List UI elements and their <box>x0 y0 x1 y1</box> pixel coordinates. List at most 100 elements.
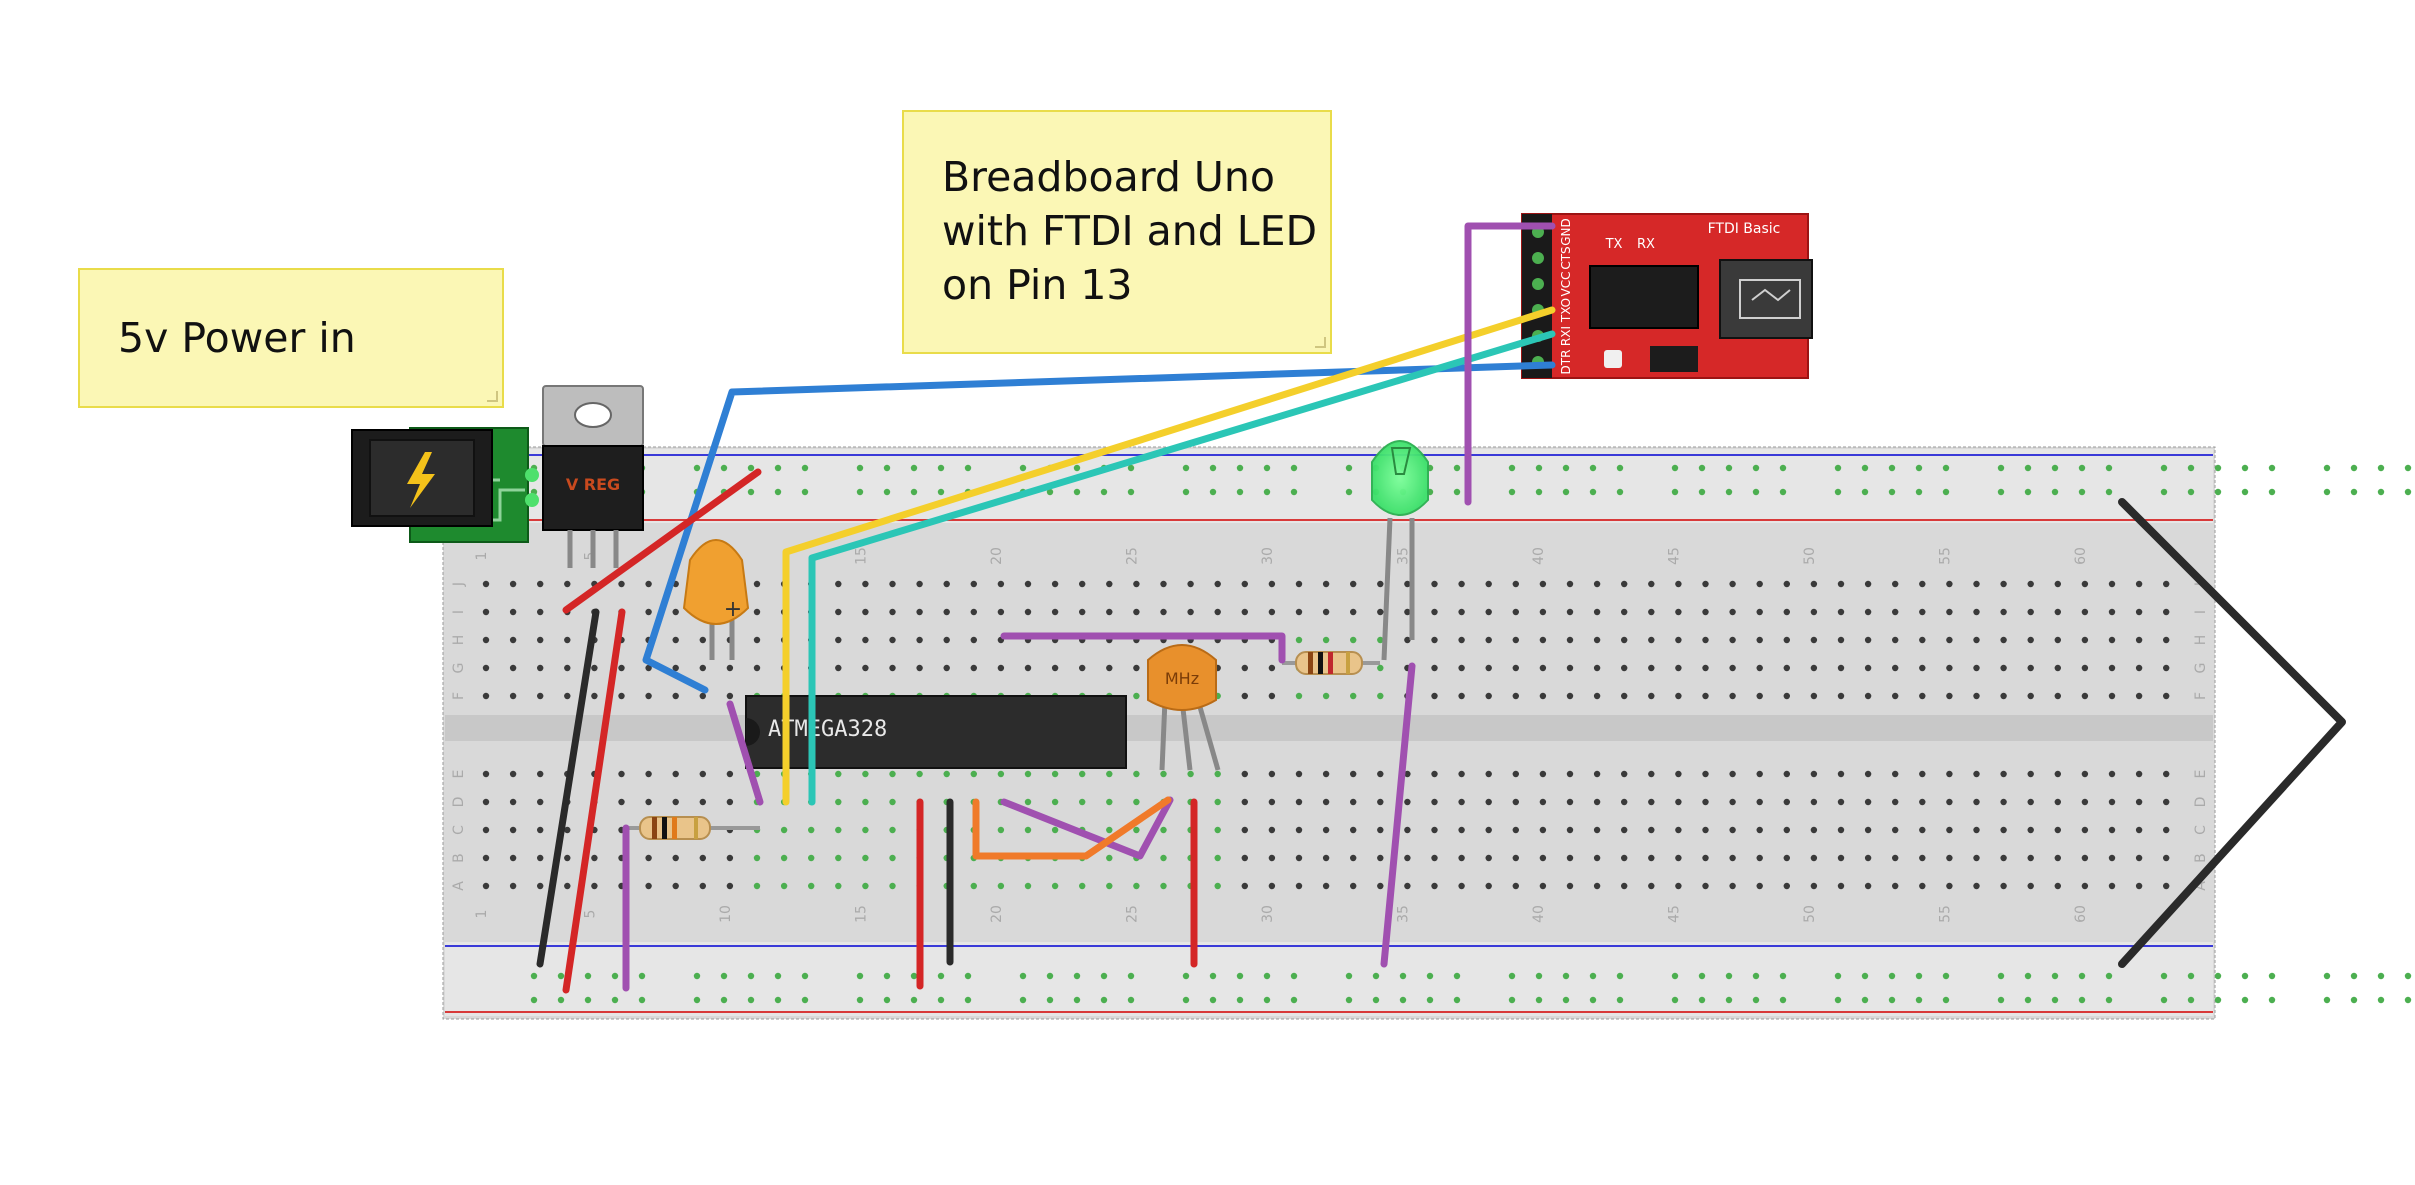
rail-hole[interactable] <box>937 488 945 496</box>
breadboard-hole[interactable] <box>997 580 1005 588</box>
breadboard-hole[interactable] <box>1702 608 1709 616</box>
rail-hole[interactable] <box>2160 996 2168 1004</box>
breadboard-hole[interactable] <box>1892 580 1899 588</box>
rail-hole[interactable] <box>774 972 782 980</box>
breadboard-hole[interactable] <box>564 692 571 700</box>
rail-hole[interactable] <box>1046 488 1054 496</box>
rail-hole[interactable] <box>2350 996 2358 1004</box>
breadboard-hole[interactable] <box>1810 770 1818 778</box>
breadboard-hole[interactable] <box>1593 882 1601 890</box>
rail-hole[interactable] <box>1834 972 1842 980</box>
breadboard-hole[interactable] <box>1729 692 1736 700</box>
rail-hole[interactable] <box>1671 488 1679 496</box>
breadboard-hole[interactable] <box>1241 854 1249 862</box>
breadboard-hole[interactable] <box>835 608 842 616</box>
wire-purple-led-gnd[interactable] <box>1380 662 1416 968</box>
rail-hole[interactable] <box>1127 488 1135 496</box>
crystal-resonator[interactable]: MHz <box>1147 644 1221 771</box>
breadboard-hole[interactable] <box>726 854 734 862</box>
breadboard-hole[interactable] <box>1295 580 1303 588</box>
breadboard-hole[interactable] <box>1268 664 1276 672</box>
breadboard-hole[interactable] <box>1431 882 1438 890</box>
breadboard-hole[interactable] <box>1079 770 1086 778</box>
breadboard-hole[interactable] <box>1946 608 1953 616</box>
breadboard-hole[interactable] <box>2135 692 2143 700</box>
breadboard-hole[interactable] <box>1973 692 1980 700</box>
breadboard-hole[interactable] <box>1133 798 1140 806</box>
breadboard-hole[interactable] <box>672 882 679 890</box>
breadboard-hole[interactable] <box>943 664 950 672</box>
breadboard-hole[interactable] <box>808 826 815 834</box>
breadboard-hole[interactable] <box>1892 826 1899 834</box>
rail-hole[interactable] <box>2078 488 2086 496</box>
breadboard-hole[interactable] <box>1648 798 1655 806</box>
rail-hole[interactable] <box>1236 996 1244 1004</box>
breadboard-hole[interactable] <box>1431 608 1438 616</box>
rail-hole[interactable] <box>638 996 646 1004</box>
breadboard-hole[interactable] <box>1350 636 1357 644</box>
breadboard-hole[interactable] <box>1241 692 1249 700</box>
breadboard-hole[interactable] <box>862 882 869 890</box>
breadboard-hole[interactable] <box>537 770 544 778</box>
breadboard-hole[interactable] <box>862 608 869 616</box>
breadboard-hole[interactable] <box>1485 826 1492 834</box>
rail-hole[interactable] <box>1942 972 1950 980</box>
breadboard-hole[interactable] <box>943 580 950 588</box>
breadboard-hole[interactable] <box>1864 608 1872 616</box>
breadboard-hole[interactable] <box>1322 580 1330 588</box>
breadboard-hole[interactable] <box>1458 636 1465 644</box>
rail-hole[interactable] <box>1752 972 1760 980</box>
rail-hole[interactable] <box>1345 464 1353 472</box>
breadboard-hole[interactable] <box>1621 798 1628 806</box>
rail-hole[interactable] <box>557 996 565 1004</box>
breadboard-hole[interactable] <box>699 882 706 890</box>
breadboard-hole[interactable] <box>1133 882 1140 890</box>
rail-hole[interactable] <box>2160 464 2168 472</box>
breadboard-hole[interactable] <box>1214 826 1221 834</box>
breadboard-hole[interactable] <box>1864 826 1872 834</box>
rail-hole[interactable] <box>1290 464 1298 472</box>
breadboard-hole[interactable] <box>2000 664 2007 672</box>
rail-hole[interactable] <box>1562 464 1570 472</box>
breadboard-hole[interactable] <box>1973 798 1980 806</box>
breadboard-hole[interactable] <box>1919 854 1926 862</box>
breadboard-hole[interactable] <box>1350 882 1357 890</box>
breadboard-hole[interactable] <box>1973 580 1980 588</box>
breadboard-hole[interactable] <box>2163 826 2170 834</box>
breadboard-hole[interactable] <box>2054 580 2061 588</box>
breadboard-hole[interactable] <box>2108 854 2116 862</box>
breadboard-hole[interactable] <box>1864 636 1872 644</box>
breadboard-hole[interactable] <box>1756 692 1763 700</box>
breadboard-hole[interactable] <box>2163 636 2170 644</box>
breadboard-hole[interactable] <box>2108 664 2116 672</box>
breadboard-hole[interactable] <box>1648 580 1655 588</box>
breadboard-hole[interactable] <box>2135 826 2143 834</box>
breadboard-hole[interactable] <box>1837 580 1845 588</box>
rail-hole[interactable] <box>1698 488 1706 496</box>
breadboard-hole[interactable] <box>1431 692 1438 700</box>
rail-hole[interactable] <box>747 464 755 472</box>
breadboard-hole[interactable] <box>1621 636 1628 644</box>
breadboard-hole[interactable] <box>509 580 517 588</box>
breadboard-hole[interactable] <box>862 664 869 672</box>
breadboard-hole[interactable] <box>699 636 706 644</box>
rail-hole[interactable] <box>1834 488 1842 496</box>
rail-hole[interactable] <box>1263 996 1271 1004</box>
breadboard-hole[interactable] <box>1919 580 1926 588</box>
breadboard-hole[interactable] <box>591 692 598 700</box>
breadboard-hole[interactable] <box>1350 798 1357 806</box>
rail-hole[interactable] <box>1209 464 1217 472</box>
green-led[interactable] <box>1371 440 1429 661</box>
breadboard-hole[interactable] <box>1783 770 1791 778</box>
breadboard-hole[interactable] <box>1539 608 1547 616</box>
breadboard-hole[interactable] <box>1350 608 1357 616</box>
rail-hole[interactable] <box>1073 996 1081 1004</box>
breadboard-hole[interactable] <box>835 636 842 644</box>
breadboard-hole[interactable] <box>1810 826 1818 834</box>
breadboard-hole[interactable] <box>1512 770 1520 778</box>
breadboard-hole[interactable] <box>1702 882 1709 890</box>
breadboard-hole[interactable] <box>2135 854 2143 862</box>
breadboard-hole[interactable] <box>1187 770 1194 778</box>
rail-hole[interactable] <box>1997 488 2005 496</box>
breadboard-hole[interactable] <box>1864 854 1872 862</box>
